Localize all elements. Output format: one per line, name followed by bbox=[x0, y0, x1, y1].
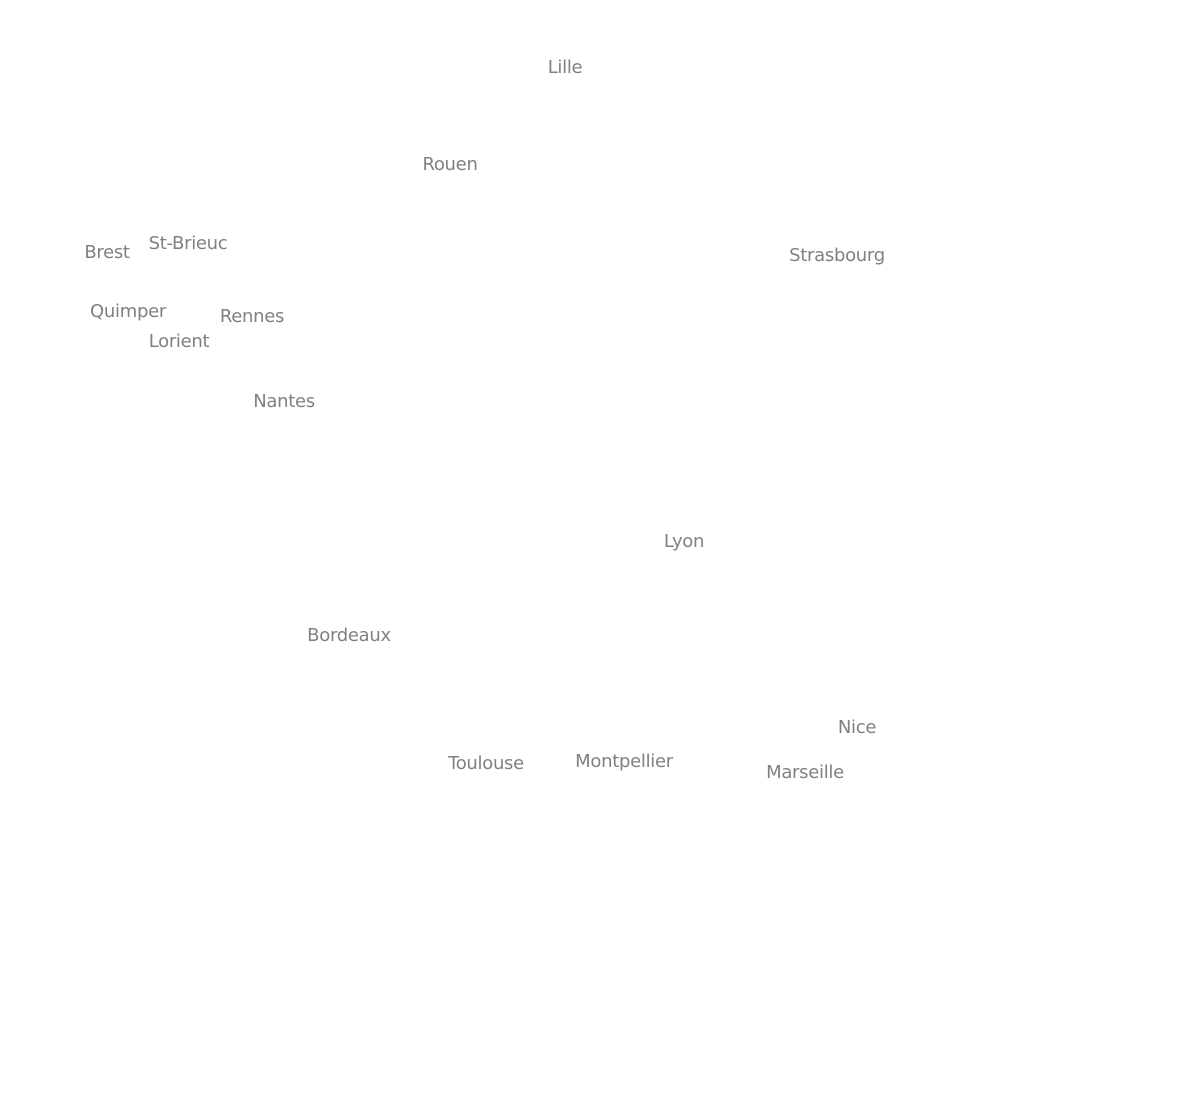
city-label-brest: Brest bbox=[84, 242, 130, 263]
city-label-st-brieuc: St-Brieuc bbox=[148, 233, 228, 254]
city-label-strasbourg: Strasbourg bbox=[789, 245, 885, 266]
city-label-lorient: Lorient bbox=[148, 331, 210, 352]
city-label-rouen: Rouen bbox=[422, 154, 478, 175]
city-label-lille: Lille bbox=[547, 57, 583, 78]
city-label-montpellier: Montpellier bbox=[575, 751, 673, 772]
city-label-marseille: Marseille bbox=[766, 762, 844, 783]
city-label-nantes: Nantes bbox=[253, 391, 315, 412]
city-label-lyon: Lyon bbox=[663, 531, 705, 552]
city-label-toulouse: Toulouse bbox=[448, 753, 524, 774]
city-label-bordeaux: Bordeaux bbox=[307, 625, 391, 646]
city-label-nice: Nice bbox=[837, 717, 877, 738]
city-label-quimper: Quimper bbox=[90, 301, 166, 322]
city-label-rennes: Rennes bbox=[219, 306, 285, 327]
